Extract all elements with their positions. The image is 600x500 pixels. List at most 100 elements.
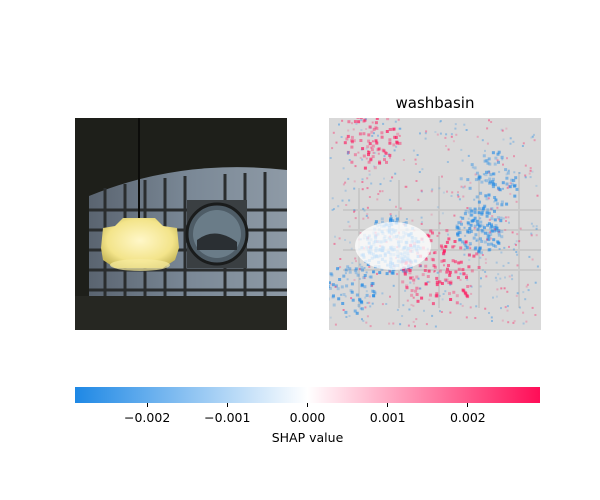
shap-pixel xyxy=(476,222,480,226)
shap-pixel xyxy=(459,216,462,219)
shap-pixel xyxy=(502,264,505,267)
shap-pixel xyxy=(374,151,377,154)
shap-pixel xyxy=(530,222,533,225)
shap-pixel xyxy=(341,119,344,122)
shap-pixel xyxy=(459,303,462,306)
shap-pixel xyxy=(359,156,362,159)
shap-pixel xyxy=(427,269,431,273)
shap-pixel xyxy=(344,268,348,272)
shap-pixel xyxy=(480,231,483,234)
shap-pixel xyxy=(502,217,505,220)
shap-pixel xyxy=(469,181,472,184)
shap-pixel xyxy=(492,229,496,233)
shap-pixel xyxy=(349,289,353,293)
shap-pixel xyxy=(361,158,364,161)
shap-pixel xyxy=(333,208,335,210)
shap-pixel xyxy=(529,176,532,179)
shap-pixel xyxy=(371,134,374,137)
shap-pixel xyxy=(358,132,362,136)
shap-pixel xyxy=(470,163,474,167)
shap-pixel xyxy=(497,233,501,237)
shap-pixel xyxy=(456,226,460,230)
shap-pixel xyxy=(508,185,512,189)
shap-pixel xyxy=(487,248,491,252)
shap-pixel xyxy=(368,295,371,298)
shap-pixel xyxy=(532,225,535,228)
shap-pixel xyxy=(377,147,381,151)
shap-pixel xyxy=(487,238,491,242)
shap-pixel xyxy=(470,213,474,217)
shap-pixel xyxy=(353,210,355,213)
shap-pixel xyxy=(348,267,352,271)
shap-pixel xyxy=(394,172,397,175)
shap-pixel xyxy=(431,258,435,262)
shap-pixel xyxy=(458,198,461,201)
shap-pixel xyxy=(468,242,472,245)
shap-pixel xyxy=(506,157,508,160)
colorbar-tick-label: −0.002 xyxy=(124,410,171,425)
shap-pixel xyxy=(448,273,452,277)
shap-pixel xyxy=(504,276,506,279)
shap-pixel xyxy=(485,197,489,201)
shap-pixel xyxy=(350,139,354,143)
shap-pixel xyxy=(457,267,461,271)
shap-pixel xyxy=(491,151,495,155)
shap-pixel xyxy=(488,162,492,166)
shap-pixel xyxy=(481,209,485,212)
shap-pixel xyxy=(354,267,358,271)
shap-pixel xyxy=(474,246,478,250)
shap-pixel xyxy=(371,140,374,143)
shap-pixel xyxy=(332,294,335,298)
shap-pixel xyxy=(342,183,345,186)
shap-pixel xyxy=(491,320,493,322)
shap-pixel xyxy=(488,180,492,184)
shap-pixel xyxy=(341,302,345,305)
shap-pixel xyxy=(346,150,350,154)
shap-pixel xyxy=(364,118,367,121)
shap-pixel xyxy=(512,179,516,182)
shap-pixel xyxy=(453,214,456,217)
shap-pixel xyxy=(479,285,482,288)
shap-pixel xyxy=(336,287,340,291)
shap-pixel xyxy=(368,301,371,304)
shap-pixel xyxy=(353,187,356,190)
shap-pixel xyxy=(424,137,427,140)
shap-pixel xyxy=(497,231,501,235)
shap-pixel xyxy=(475,252,479,256)
shap-pixel xyxy=(535,225,538,228)
shap-pixel xyxy=(341,199,344,202)
shap-pixel xyxy=(363,276,366,279)
shap-pixel xyxy=(494,198,498,202)
shap-pixel xyxy=(418,171,421,173)
shap-pixel xyxy=(536,265,539,268)
shap-pixel xyxy=(335,141,338,144)
shap-pixel xyxy=(371,302,374,305)
shap-pixel xyxy=(441,212,444,215)
shap-pixel xyxy=(412,320,415,323)
shap-pixel xyxy=(374,220,378,224)
colorbar-tick-label: 0.001 xyxy=(369,410,406,425)
shap-pixel xyxy=(500,128,503,131)
shap-pixel xyxy=(494,244,498,248)
shap-pixel xyxy=(412,304,415,307)
shap-pixel xyxy=(423,309,425,312)
shap-pixel xyxy=(484,173,488,177)
shap-pixel xyxy=(439,244,443,248)
shap-pixel xyxy=(469,223,473,227)
shap-pixel xyxy=(347,120,351,124)
shap-pixel xyxy=(351,298,355,302)
shap-pixel xyxy=(509,137,512,140)
shap-pixel xyxy=(516,253,519,256)
shap-pixel xyxy=(478,207,481,211)
shap-pixel xyxy=(519,227,522,230)
shap-pixel xyxy=(443,253,446,256)
shap-pixel xyxy=(363,267,366,269)
shap-pixel xyxy=(469,247,472,250)
shap-pixel xyxy=(359,232,362,235)
shap-pixel xyxy=(488,177,492,181)
shap-pixel xyxy=(399,127,402,130)
shap-pixel xyxy=(380,131,384,135)
shap-pixel xyxy=(445,270,449,274)
shap-pixel xyxy=(487,170,491,174)
shap-pixel xyxy=(385,303,388,305)
